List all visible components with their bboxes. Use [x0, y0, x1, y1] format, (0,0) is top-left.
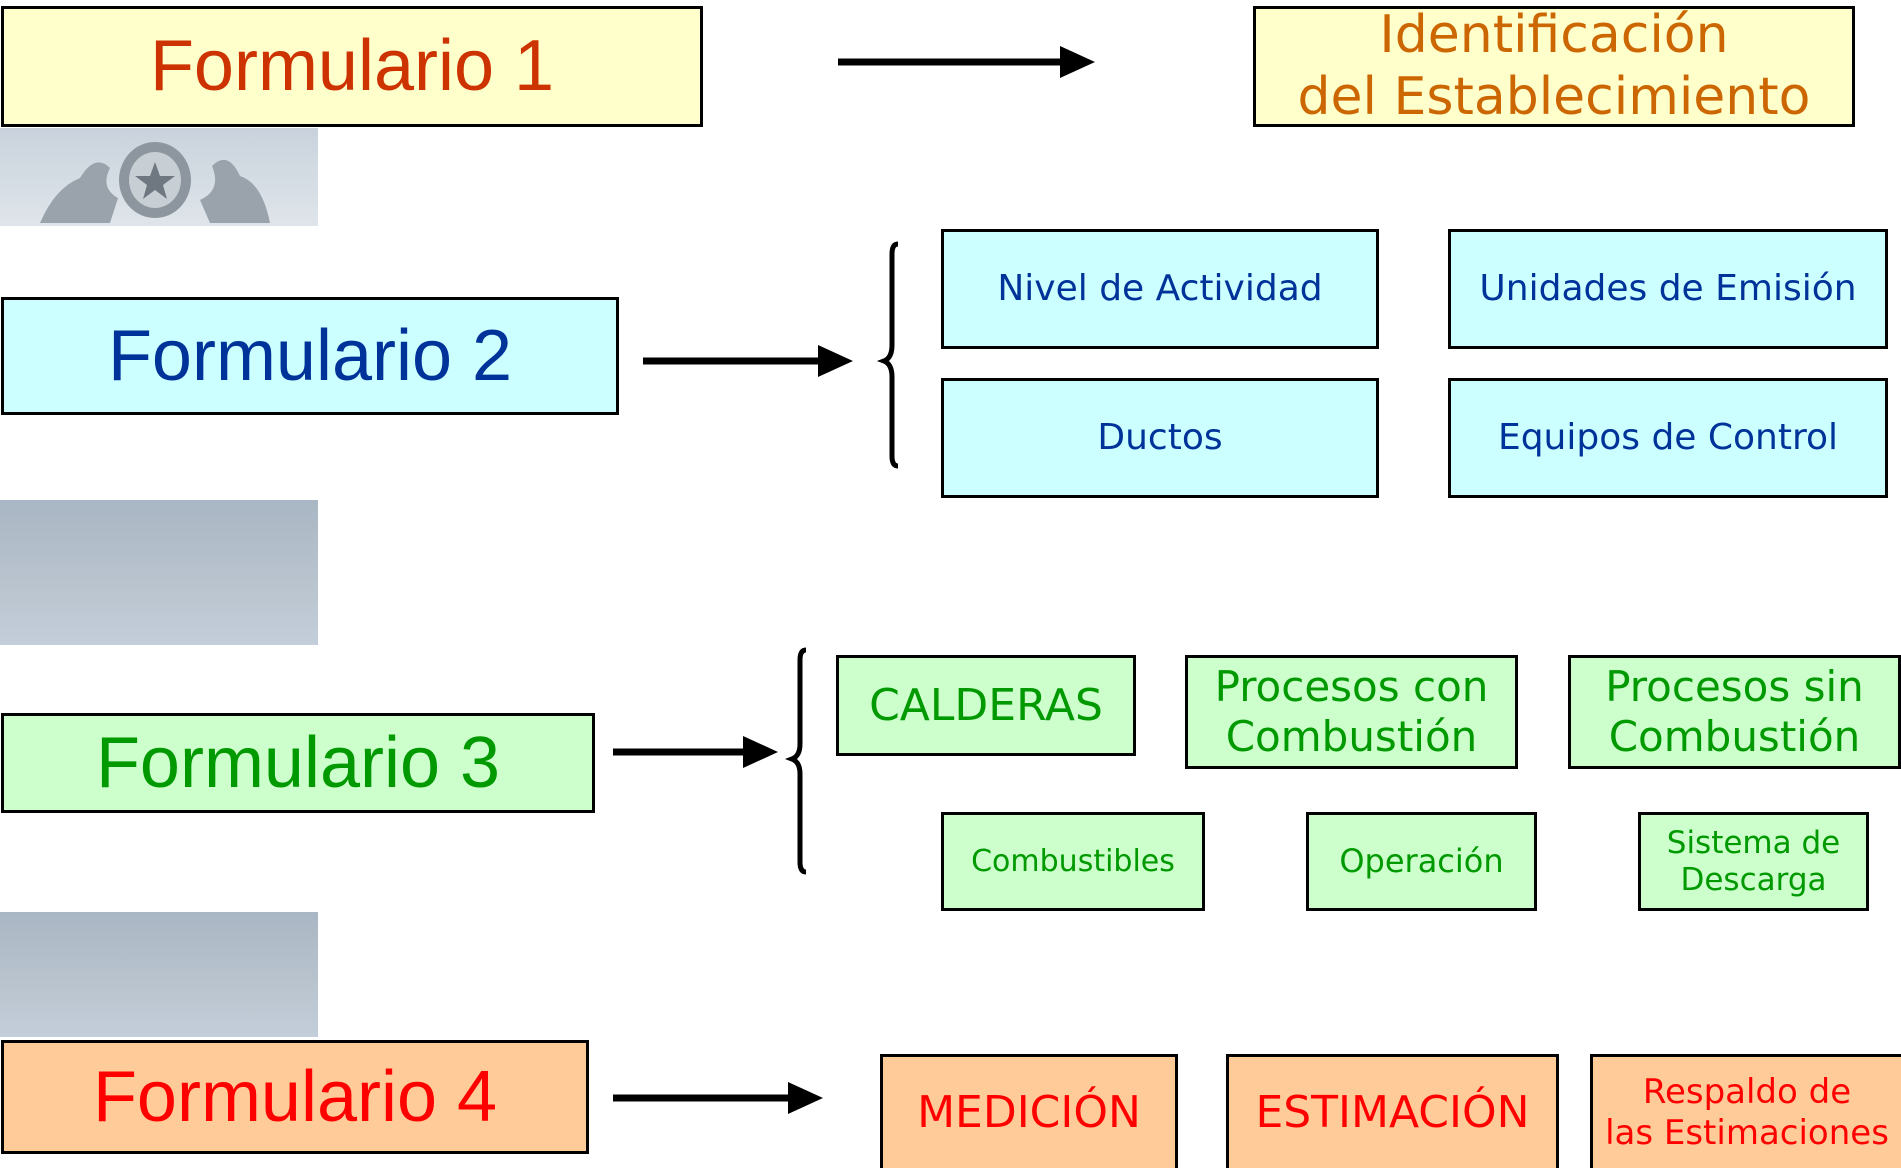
- identificacion-line-2: del Establecimiento: [1297, 66, 1811, 127]
- estimacion-box: ESTIMACIÓN: [1226, 1054, 1559, 1168]
- formulario-4-label: Formulario 4: [92, 1056, 498, 1137]
- identificacion-line-1: Identificación: [1379, 5, 1729, 66]
- unidades-emision-label: Unidades de Emisión: [1479, 267, 1857, 309]
- sistema-descarga-line-1: Sistema de: [1666, 824, 1841, 861]
- sky-image: [0, 500, 318, 645]
- unidades-emision-box: Unidades de Emisión: [1448, 229, 1888, 349]
- arrow-head-icon: [1060, 46, 1095, 78]
- formulario-1-label: Formulario 1: [149, 26, 555, 107]
- procesos-sin-combustion-box: Procesos sin Combustión: [1568, 655, 1901, 769]
- nivel-actividad-label: Nivel de Actividad: [997, 267, 1323, 309]
- ductos-label: Ductos: [1097, 416, 1223, 458]
- operacion-label: Operación: [1339, 841, 1504, 880]
- sky-image: [0, 912, 318, 1037]
- medicion-label: MEDICIÓN: [917, 1086, 1141, 1138]
- left-brace-icon: [784, 647, 807, 875]
- combustibles-box: Combustibles: [941, 812, 1205, 911]
- formulario-3-label: Formulario 3: [95, 722, 501, 803]
- respaldo-line-2: las Estimaciones: [1605, 1112, 1889, 1153]
- formulario-1-box: Formulario 1: [1, 6, 703, 127]
- procesos-con-line-2: Combustión: [1225, 712, 1478, 761]
- coat-of-arms-icon: [0, 128, 318, 226]
- combustibles-label: Combustibles: [971, 843, 1175, 879]
- medicion-box: MEDICIÓN: [880, 1054, 1178, 1168]
- calderas-box: CALDERAS: [836, 655, 1136, 756]
- arrow-head-icon: [743, 736, 778, 768]
- procesos-con-combustion-box: Procesos con Combustión: [1185, 655, 1518, 769]
- ductos-box: Ductos: [941, 378, 1379, 498]
- arrow-head-icon: [788, 1082, 823, 1114]
- identificacion-box: Identificación del Establecimiento: [1253, 5, 1855, 127]
- calderas-label: CALDERAS: [869, 679, 1103, 731]
- formulario-2-label: Formulario 2: [107, 315, 513, 396]
- formulario-4-box: Formulario 4: [1, 1040, 589, 1154]
- equipos-control-box: Equipos de Control: [1448, 378, 1888, 498]
- left-brace-icon: [876, 241, 899, 469]
- procesos-sin-line-2: Combustión: [1608, 712, 1861, 761]
- operacion-box: Operación: [1306, 812, 1537, 911]
- arrow-head-icon: [818, 345, 853, 377]
- nivel-actividad-box: Nivel de Actividad: [941, 229, 1379, 349]
- sistema-descarga-line-2: Descarga: [1680, 861, 1827, 898]
- estimacion-label: ESTIMACIÓN: [1255, 1086, 1530, 1138]
- formulario-3-box: Formulario 3: [1, 713, 595, 813]
- formulario-2-box: Formulario 2: [1, 297, 619, 415]
- equipos-control-label: Equipos de Control: [1497, 416, 1839, 458]
- procesos-con-line-1: Procesos con: [1214, 662, 1489, 712]
- respaldo-estimaciones-box: Respaldo de las Estimaciones: [1590, 1054, 1901, 1168]
- respaldo-line-1: Respaldo de: [1642, 1072, 1852, 1113]
- procesos-sin-line-1: Procesos sin: [1605, 662, 1864, 712]
- sistema-descarga-box: Sistema de Descarga: [1638, 812, 1869, 911]
